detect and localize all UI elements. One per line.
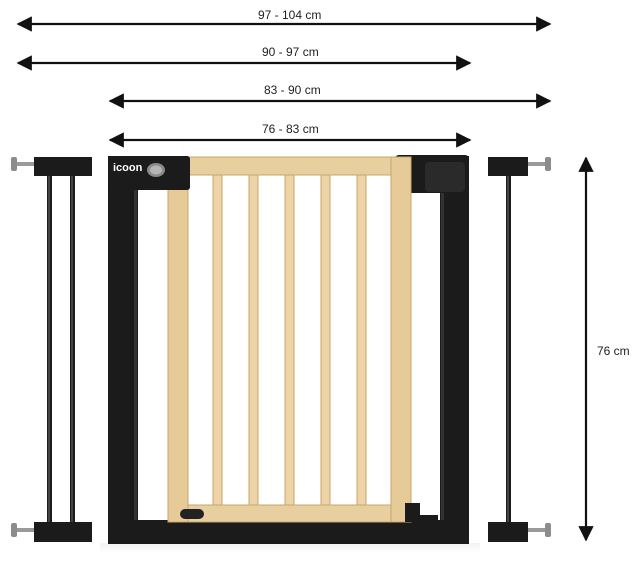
right-extension	[488, 157, 551, 542]
wooden-door	[167, 156, 412, 523]
brand-logo: icoon	[113, 162, 143, 174]
bottom-hinge-icon	[180, 509, 204, 519]
door-stop-icon	[405, 503, 438, 522]
left-extension	[11, 157, 92, 542]
latch-mechanism	[395, 155, 469, 193]
dimension-label-height: 76 cm	[597, 344, 630, 358]
